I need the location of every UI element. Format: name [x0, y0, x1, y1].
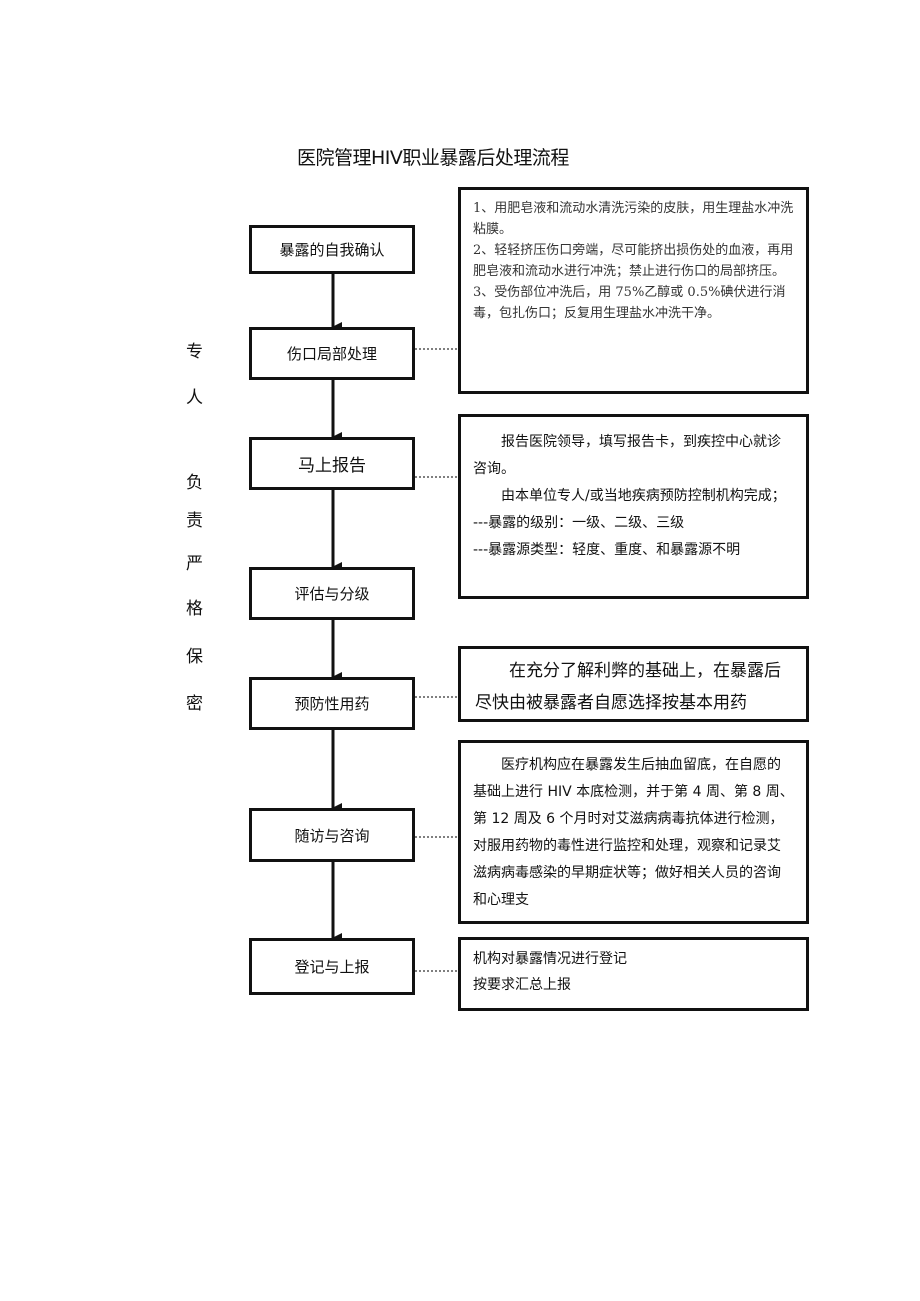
note-report-source: ---暴露源类型：轻度、重度、和暴露源不明 [473, 542, 741, 558]
note-report-level: ---暴露的级别：一级、二级、三级 [473, 515, 685, 531]
side-char-7: 保 [186, 647, 203, 667]
note-report: 报告医院领导，填写报告卡，到疾控中心就诊咨询。 由本单位专人/或当地疾病预防控制… [458, 414, 809, 599]
page-title: 医院管理HIV职业暴露后处理流程 [297, 147, 569, 169]
side-char-6: 格 [186, 599, 203, 619]
note-register-line-2: 按要求汇总上报 [473, 977, 571, 993]
note-wound-item-1: 1、用肥皂液和流动水清洗污染的皮肤，用生理盐水冲洗粘膜。 [473, 201, 794, 237]
note-followup-text: 医疗机构应在暴露发生后抽血留底，在自愿的基础上进行 HIV 本底检测，并于第 4… [473, 757, 794, 908]
note-report-line-2: 由本单位专人/或当地疾病预防控制机构完成； [501, 488, 786, 504]
side-char-8: 密 [186, 694, 203, 714]
side-char-3: 负 [186, 473, 203, 493]
step-register-report: 登记与上报 [249, 938, 415, 995]
note-wound-item-2: 2、轻轻挤压伤口旁端，尽可能挤出损伤处的血液，再用肥皂液和流动水进行冲洗；禁止进… [473, 243, 794, 279]
step-followup-consulting: 随访与咨询 [249, 808, 415, 862]
note-wound-item-3: 3、受伤部位冲洗后，用 75%乙醇或 0.5%碘伏进行消毒，包扎伤口；反复用生理… [473, 285, 786, 321]
step-preventive-medication: 预防性用药 [249, 677, 415, 730]
side-char-1: 专 [186, 342, 203, 362]
note-followup: 医疗机构应在暴露发生后抽血留底，在自愿的基础上进行 HIV 本底检测，并于第 4… [458, 740, 809, 924]
note-wound-treatment: 1、用肥皂液和流动水清洗污染的皮肤，用生理盐水冲洗粘膜。 2、轻轻挤压伤口旁端，… [458, 187, 809, 394]
note-register: 机构对暴露情况进行登记 按要求汇总上报 [458, 937, 809, 1011]
note-medication-text: 在充分了解利弊的基础上，在暴露后尽快由被暴露者自愿选择按基本用药 [475, 661, 781, 713]
step-immediate-report: 马上报告 [249, 437, 415, 490]
side-char-4: 责 [186, 511, 203, 531]
side-char-5: 严 [186, 554, 203, 574]
step-self-confirm: 暴露的自我确认 [249, 225, 415, 274]
step-wound-treatment: 伤口局部处理 [249, 327, 415, 380]
note-register-line-1: 机构对暴露情况进行登记 [473, 951, 627, 967]
note-report-line-1: 报告医院领导，填写报告卡，到疾控中心就诊咨询。 [473, 434, 781, 477]
note-medication: 在充分了解利弊的基础上，在暴露后尽快由被暴露者自愿选择按基本用药 [458, 646, 809, 722]
step-assessment-grading: 评估与分级 [249, 567, 415, 620]
side-char-2: 人 [186, 388, 203, 408]
